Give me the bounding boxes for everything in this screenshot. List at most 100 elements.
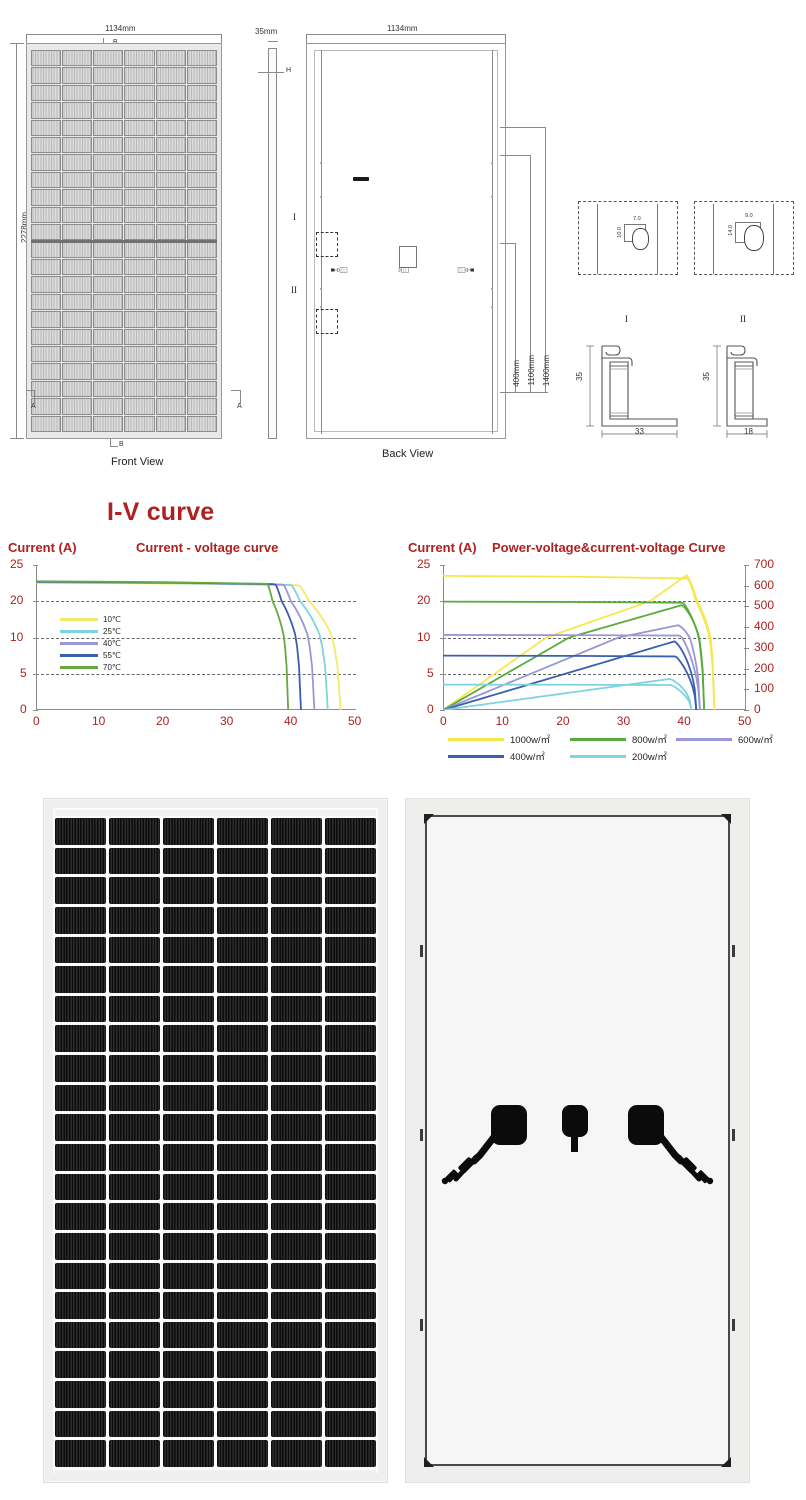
- front-width-dim-label: 1134mm: [105, 24, 136, 33]
- panel-cell: [55, 818, 106, 845]
- detail-i-hole-oval: [632, 228, 649, 250]
- panel-cell: [163, 1292, 214, 1319]
- panel-cell: [217, 847, 268, 875]
- frame-cross-section-2: [713, 345, 768, 438]
- front-view-cell: [31, 415, 62, 432]
- panel-cell: [271, 906, 322, 934]
- dim400-line: [515, 243, 516, 392]
- mount-dot: [491, 306, 493, 308]
- chart2-plot-area: [440, 565, 749, 711]
- panel-cell-column: [325, 818, 376, 1467]
- panel-cell: [55, 1351, 106, 1379]
- panel-cell: [217, 818, 268, 845]
- front-view-cell: [186, 137, 217, 154]
- panel-cell: [55, 1173, 106, 1201]
- panel-cell: [271, 818, 322, 845]
- panel-cell: [163, 1025, 214, 1053]
- panel-cell: [325, 1084, 376, 1112]
- front-view-cell: [93, 137, 124, 154]
- front-view-cell: [124, 293, 155, 311]
- b-mark-bottom-line2: [110, 446, 118, 447]
- panel-cell: [55, 1292, 106, 1319]
- detail-i-rail-left: [597, 204, 598, 274]
- chart1-legend-item: 10℃: [60, 615, 121, 624]
- panel-back-clip-right: [732, 1129, 735, 1141]
- chart2-right-ytick-label: 700: [754, 557, 775, 571]
- front-view-cell: [155, 189, 186, 206]
- mount-dot: [491, 288, 493, 290]
- front-view-cell: [155, 171, 186, 189]
- panel-cell: [55, 1025, 106, 1053]
- front-view-cell: [155, 328, 186, 345]
- front-view-cell: [186, 224, 217, 241]
- front-height-tick-top: [10, 43, 24, 44]
- panel-back-corner-tr: [721, 814, 731, 824]
- panel-cell: [325, 1351, 376, 1379]
- chart1-legend-item: 70℃: [60, 663, 121, 672]
- chart2-right-ytick: [744, 606, 749, 608]
- b-mark-top-line: [103, 38, 104, 46]
- chart2-xtick-label: 30: [616, 714, 631, 728]
- front-view-cell: [186, 398, 217, 415]
- chart1-legend-item: 25℃: [60, 627, 121, 636]
- chart1-ytick: [33, 673, 38, 675]
- front-view-cell: [93, 276, 124, 293]
- chart2-ytick-label: 25: [417, 557, 431, 571]
- front-view-cell: [62, 84, 93, 102]
- front-view-cell: [186, 345, 217, 363]
- panel-cell: [55, 966, 106, 993]
- front-view-cell: [155, 380, 186, 398]
- front-height-dim-line: [16, 43, 17, 439]
- front-view-cell: [124, 84, 155, 102]
- chart1-title: Current - voltage curve: [136, 540, 279, 555]
- front-view-cell: [124, 67, 155, 84]
- panel-cell: [271, 1292, 322, 1319]
- front-view-cell: [31, 293, 62, 311]
- dim-1100-label: 1100mm: [527, 355, 536, 386]
- front-view-cell: [62, 415, 93, 432]
- chart2-right-ytick-label: 0: [754, 702, 761, 716]
- panel-cell: [55, 1203, 106, 1230]
- panel-cell: [109, 1114, 160, 1141]
- panel-cell: [271, 877, 322, 904]
- panel-cell: [325, 847, 376, 875]
- chart2-right-ytick-label: 200: [754, 660, 775, 675]
- chart2-right-ytick: [744, 627, 749, 629]
- chart2-ytick: [440, 637, 445, 639]
- panel-cell: [55, 906, 106, 934]
- chart2-power-400w/㎡: [443, 640, 698, 710]
- detail-i-rail-right: [657, 204, 658, 274]
- front-view-cell: [31, 398, 62, 415]
- front-view-cell: [62, 276, 93, 293]
- b-mark-bottom-line: [110, 438, 111, 447]
- chart1-plot-area: [33, 565, 356, 711]
- frame-cross-section-1: [586, 345, 678, 438]
- front-width-dim-line: [26, 34, 222, 35]
- dim-1400-label: 1400mm: [542, 355, 551, 387]
- panel-cell: [109, 1440, 160, 1467]
- panel-back-clip-left: [420, 1129, 423, 1141]
- a-mark-left-line2: [26, 390, 35, 391]
- chart1-xtick-label: 30: [220, 714, 234, 728]
- panel-cell: [325, 877, 376, 904]
- chart2-ytick: [440, 565, 445, 566]
- front-view-cell: [62, 241, 93, 258]
- chart2-current-400w/㎡: [443, 654, 698, 710]
- detail-i-label: I: [625, 314, 628, 324]
- back-view-connector-right: [457, 267, 474, 273]
- panel-cell: [271, 1351, 322, 1379]
- panel-cell: [109, 1055, 160, 1082]
- front-view-cell: [186, 241, 217, 258]
- front-view-cell: [31, 67, 62, 84]
- panel-cell: [325, 1321, 376, 1349]
- front-view-cell: [93, 67, 124, 84]
- iv-curve-heading: I-V curve: [107, 498, 215, 526]
- panel-cell: [109, 1262, 160, 1290]
- chart2-ytick-label: 20: [417, 593, 431, 608]
- front-view-cell: [155, 50, 186, 67]
- front-view-cell-grid: [31, 50, 217, 432]
- panel-cell: [217, 995, 268, 1023]
- front-view-cell: [155, 363, 186, 380]
- front-view-cell: [31, 102, 62, 119]
- chart1-ytick-label: 0: [20, 702, 27, 716]
